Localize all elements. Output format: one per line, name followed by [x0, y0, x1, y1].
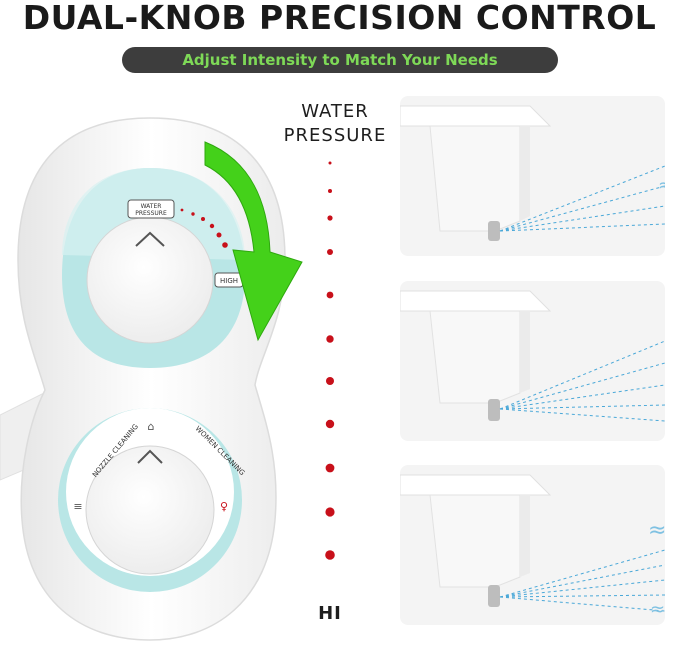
up-chevron-icon: [135, 231, 165, 247]
up-chevron-icon: [137, 449, 163, 464]
women-icon: ♀: [220, 500, 228, 513]
nozzle: [488, 585, 500, 607]
spray-illustration: ≈: [400, 105, 665, 241]
pressure-badge-line2: PRESSURE: [135, 210, 167, 217]
bidet-control-illustration: WATER PRESSURE HIGH NOZZLE CLEANING WOME…: [0, 117, 303, 641]
splash-icon: ≈: [648, 518, 665, 543]
nozzle: [488, 399, 500, 421]
scale-bottom-label: HI: [318, 603, 342, 624]
spray-illustration: ≈ ≈: [400, 474, 665, 620]
high-badge-text: HIGH: [220, 277, 238, 285]
pressure-badge: [127, 199, 175, 219]
pressure-knob: [86, 216, 214, 344]
mode-knob: [85, 445, 215, 575]
pressure-scale-dots: [325, 161, 335, 560]
splash-icon: ≈: [650, 599, 665, 620]
spray-panel-high: ≈ ≈: [400, 465, 665, 625]
scale-top-line1: WATER: [301, 101, 369, 122]
splash-icon: ≈: [658, 175, 665, 196]
scale-top-line2: PRESSURE: [283, 125, 387, 146]
spray-illustration: [400, 290, 665, 422]
spray-panel-medium: [400, 281, 665, 441]
subtitle-text: Adjust Intensity to Match Your Needs: [182, 51, 498, 69]
nozzle: [488, 221, 500, 241]
scale-top-label: WATER PRESSURE: [280, 100, 390, 148]
headline: DUAL-KNOB PRECISION CONTROL: [22, 0, 657, 37]
pressure-badge-line1: WATER: [141, 203, 162, 210]
spray-panel-low: ≈: [400, 96, 665, 256]
subtitle-banner: Adjust Intensity to Match Your Needs: [122, 47, 558, 73]
rotate-arrow-icon: [204, 141, 303, 342]
nozzle-icon: ≡: [73, 500, 82, 513]
spray-icon: ⌂: [148, 420, 155, 433]
